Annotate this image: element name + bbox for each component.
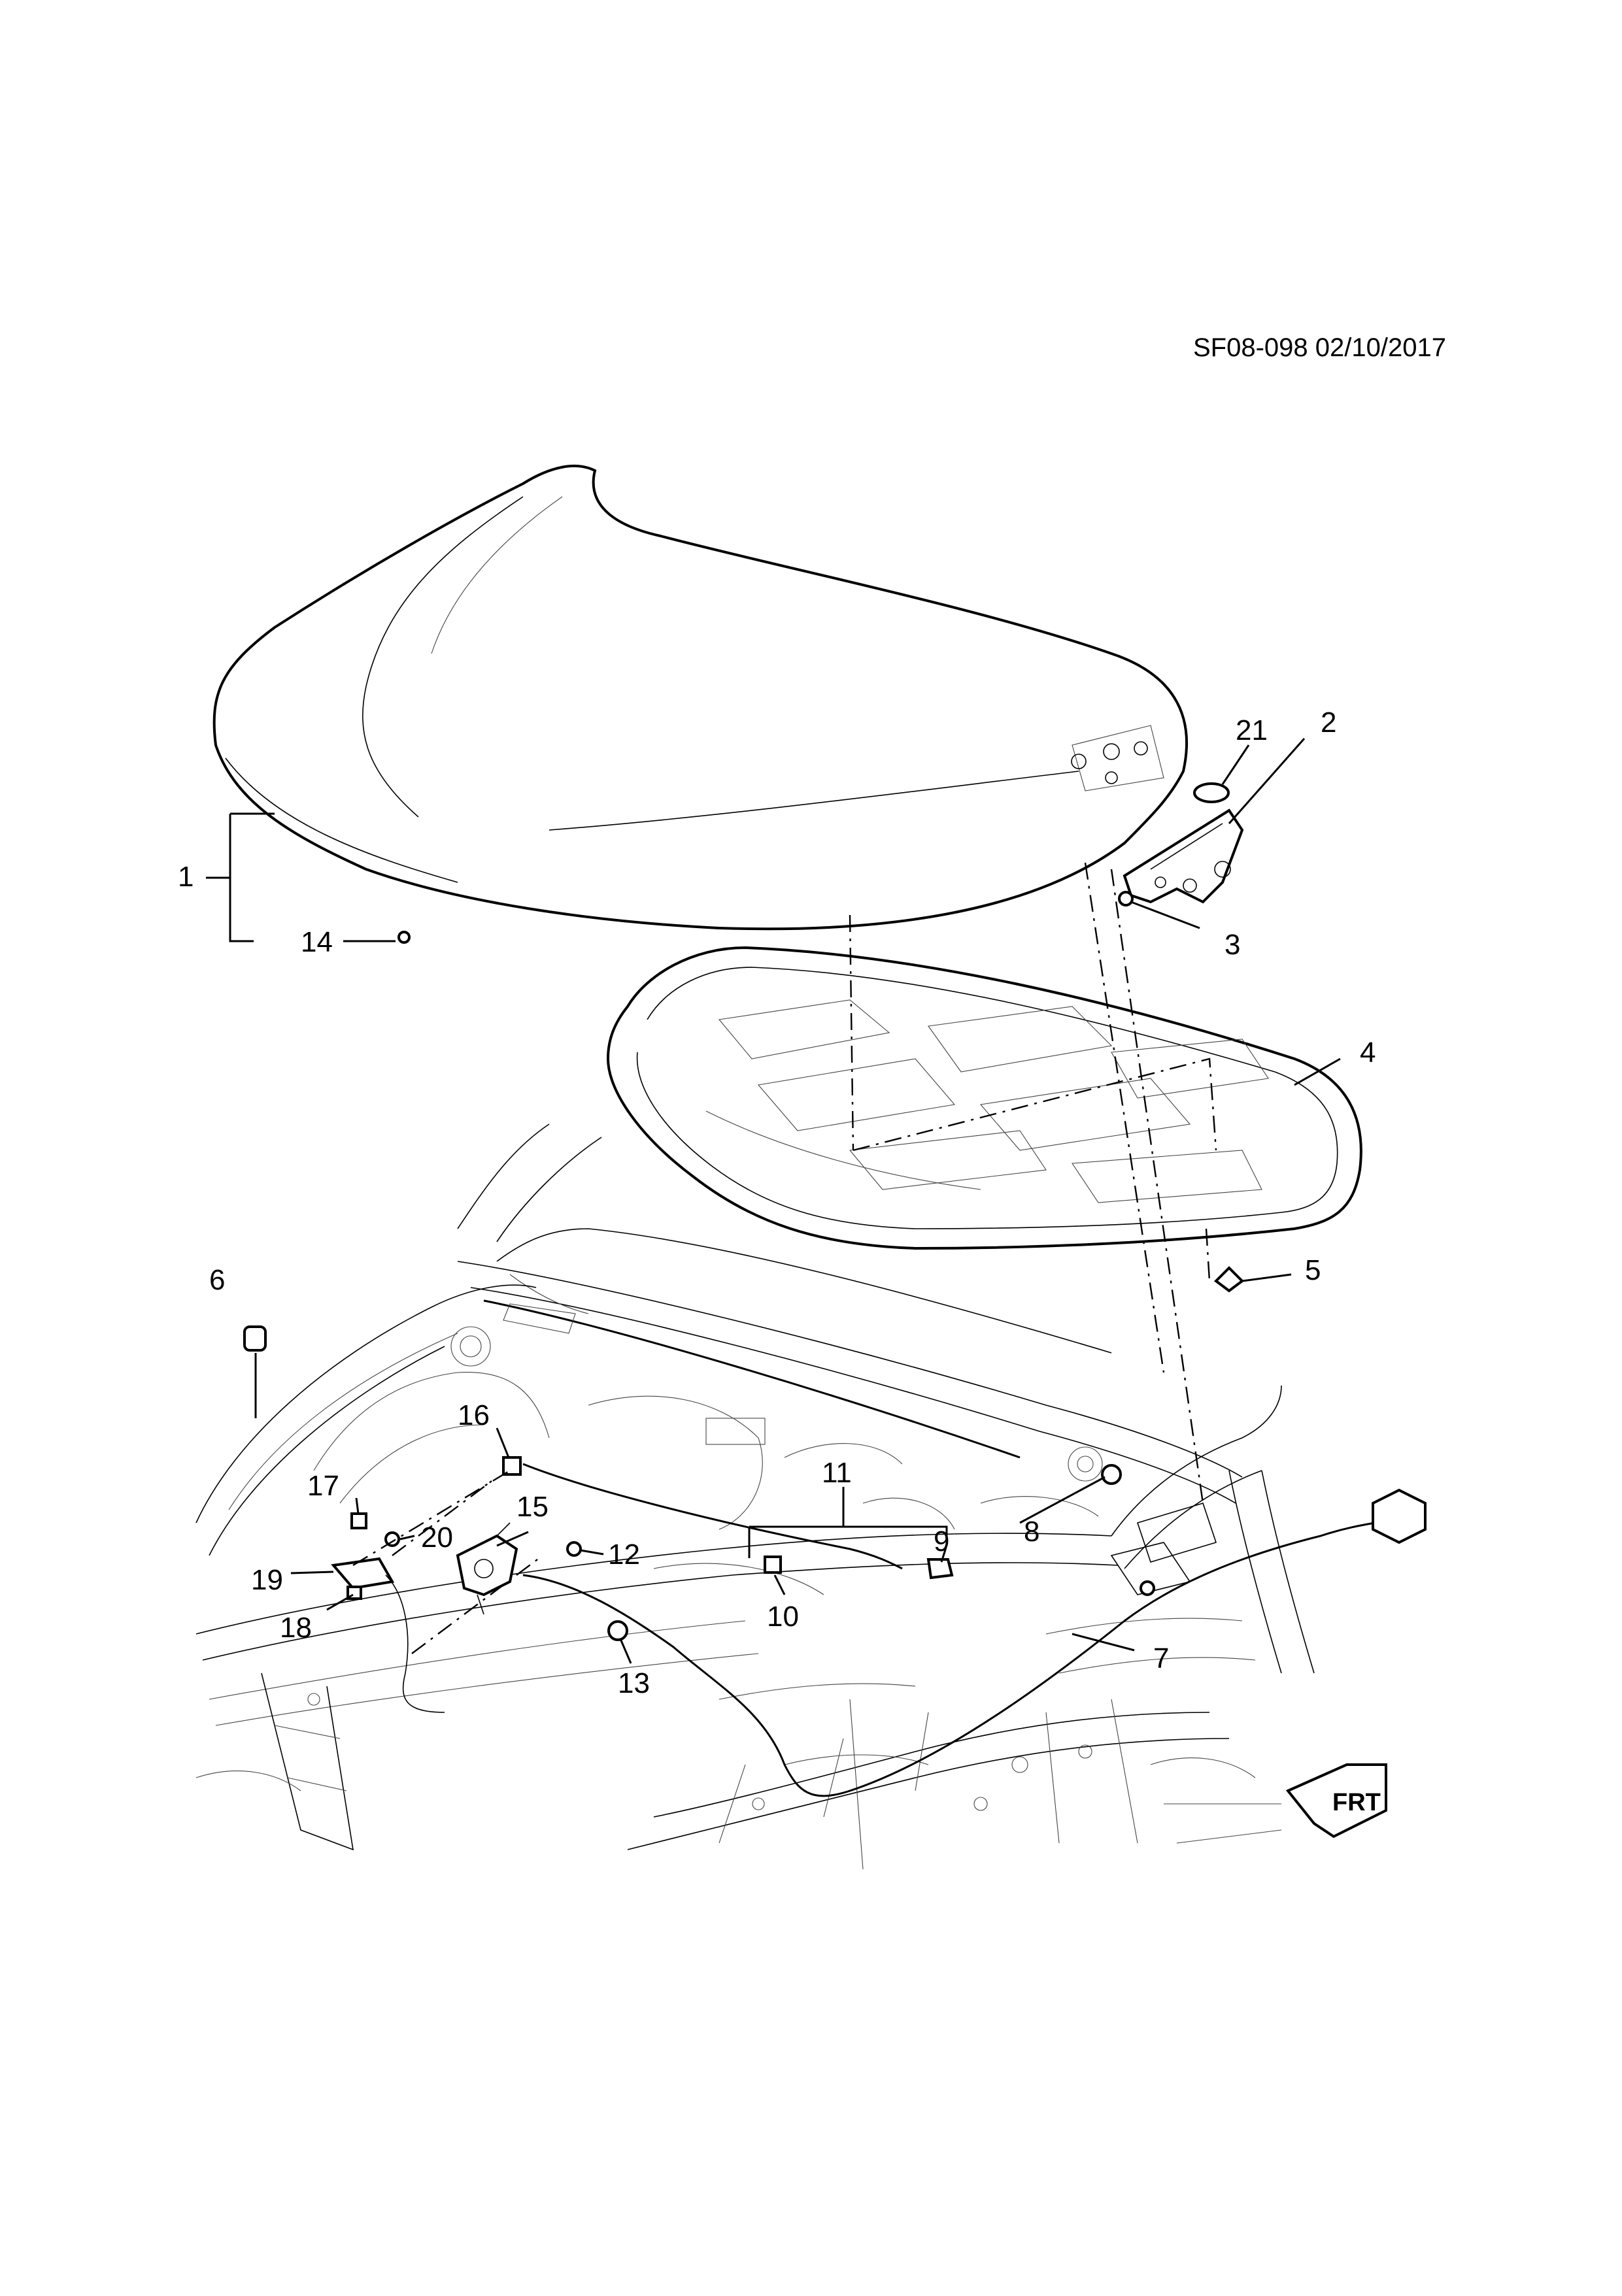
bolt-12: [566, 1541, 582, 1557]
callout-10: 10: [767, 1601, 799, 1633]
cable-clip-16: [502, 1456, 522, 1476]
hood-bumper-small: [397, 931, 411, 944]
release-handle: [331, 1557, 445, 1713]
drawing-code: SF08-098 02/10/2017: [1193, 333, 1446, 362]
hood-latch: [456, 1522, 518, 1615]
callout-3: 3: [1225, 929, 1240, 961]
hood-insulator: [606, 946, 1362, 1250]
hood-bumper: [243, 1325, 267, 1352]
callout-13: 13: [618, 1667, 650, 1699]
callout-8: 8: [1024, 1516, 1039, 1548]
callout-18: 18: [280, 1612, 312, 1644]
callout-1: 1: [178, 861, 194, 893]
insulator-retainer: [1213, 1266, 1245, 1293]
hood-panel: [212, 464, 1189, 931]
clip-13: [607, 1620, 628, 1641]
callout-15: 15: [516, 1491, 549, 1523]
release-cable: [522, 1515, 1406, 1797]
hood-hinge: [1123, 808, 1244, 904]
callout-20: 20: [421, 1522, 453, 1554]
callout-2: 2: [1321, 707, 1336, 739]
leader-lines: [206, 738, 1341, 1664]
clip-10: [764, 1556, 782, 1574]
body-structure: [195, 1123, 1315, 1870]
hood-hinge-plug: [1193, 782, 1230, 803]
bolt-20: [384, 1531, 400, 1547]
callout-4: 4: [1360, 1037, 1376, 1069]
callout-7: 7: [1153, 1642, 1169, 1674]
cable-grommet: [1140, 1580, 1155, 1596]
callout-14: 14: [301, 926, 333, 958]
bumper-8: [1101, 1464, 1122, 1485]
bolt-17: [350, 1512, 367, 1529]
callout-labels: 1 2 3 4 5 6 7 8 9 10 11 12 13 14 15 16 1…: [178, 707, 1376, 1699]
front-arrow-label: FRT: [1332, 1789, 1381, 1816]
front-direction-arrow: FRT: [1285, 1763, 1387, 1838]
callout-21: 21: [1236, 714, 1268, 746]
callout-16: 16: [458, 1399, 490, 1431]
hood-prop-rod: [522, 1463, 903, 1570]
hinge-bolt: [1118, 891, 1134, 907]
clip-9: [926, 1558, 954, 1580]
callout-17: 17: [307, 1470, 339, 1502]
callout-6: 6: [209, 1264, 225, 1296]
callout-5: 5: [1305, 1254, 1321, 1286]
callout-19: 19: [251, 1564, 283, 1596]
callout-12: 12: [608, 1539, 640, 1571]
release-cable-handle: [1372, 1488, 1427, 1544]
callout-9: 9: [934, 1525, 949, 1557]
callout-11: 11: [822, 1457, 852, 1489]
